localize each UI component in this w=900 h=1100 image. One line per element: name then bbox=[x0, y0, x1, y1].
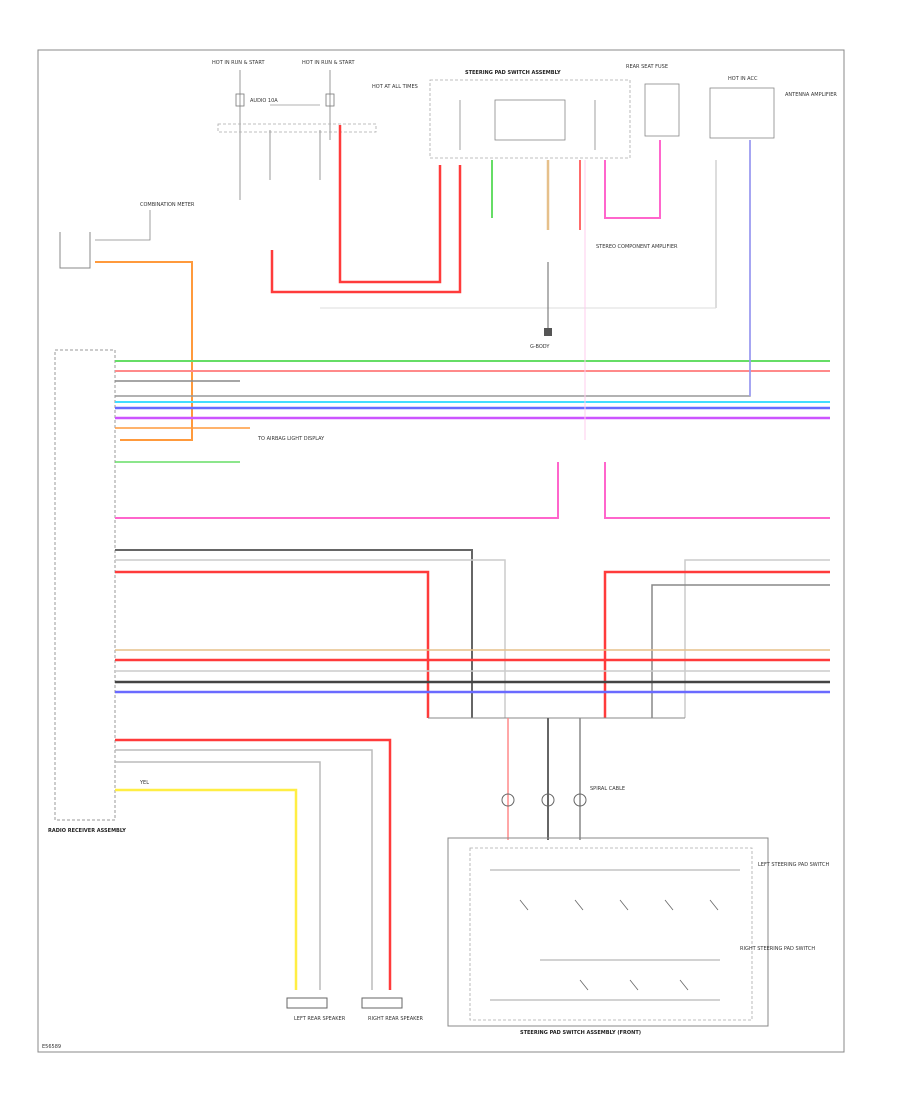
left-pad-label: LEFT STEERING PAD SWITCH bbox=[758, 862, 829, 868]
red-rr-speaker-wire bbox=[115, 738, 392, 990]
audio-unit-box bbox=[54, 349, 116, 821]
diagram-border bbox=[37, 49, 845, 1053]
spiral-coil-3 bbox=[573, 793, 587, 807]
red-power-loop-1 bbox=[270, 165, 462, 294]
stereo-control-label: STEREO COMPONENT AMPLIFIER bbox=[596, 244, 678, 250]
rr-speaker-label: RIGHT REAR SPEAKER bbox=[368, 1016, 424, 1022]
red-speaker-wire-1 bbox=[115, 570, 430, 718]
pink-mid-wire-left bbox=[115, 462, 559, 519]
gray-rl-speaker-wire bbox=[115, 761, 321, 990]
steering-switch-box bbox=[429, 79, 631, 159]
red-speaker-wire-2 bbox=[603, 570, 830, 718]
gray-antenna-wire bbox=[115, 140, 751, 397]
footer-code: E56589 bbox=[42, 1044, 61, 1050]
ground-symbol bbox=[544, 328, 552, 336]
black-speaker-wire-2 bbox=[651, 584, 830, 718]
pad-switches-bottom bbox=[579, 979, 689, 991]
ground-label: G-BODY bbox=[530, 344, 550, 350]
pink-mid-wire-right bbox=[604, 462, 830, 519]
pink-rear-fuse-wire bbox=[604, 140, 661, 219]
gray-speaker-wire-1 bbox=[115, 559, 506, 718]
steering-pad-inner bbox=[469, 847, 753, 1021]
gray-rr-speaker-wire bbox=[115, 749, 373, 990]
hot-in-acc-label: HOT IN ACC bbox=[728, 76, 758, 82]
rear-fuse-box bbox=[644, 83, 680, 137]
rl-speaker-symbol bbox=[286, 997, 328, 1009]
steering-pad-front-label: STEERING PAD SWITCH ASSEMBLY (FRONT) bbox=[520, 1030, 641, 1036]
sub-connector-label: TO AIRBAG LIGHT DISPLAY bbox=[257, 436, 325, 442]
yellow-rl-speaker-wire bbox=[115, 788, 298, 990]
gray-speaker-wire-2 bbox=[684, 559, 830, 718]
hands-label: YEL bbox=[139, 780, 149, 786]
steering-pad-box bbox=[447, 837, 769, 1027]
jumper-bracket bbox=[59, 232, 91, 269]
orange-wire bbox=[95, 261, 193, 441]
spiral-coil-1 bbox=[501, 793, 515, 807]
hot-run-start-label-1: HOT IN RUN & START bbox=[212, 60, 265, 66]
hot-at-all-times-label: HOT AT ALL TIMES bbox=[372, 84, 418, 90]
rear-fuse-label: REAR SEAT FUSE bbox=[626, 64, 668, 70]
rr-speaker-symbol bbox=[361, 997, 403, 1009]
audio-unit-label: RADIO RECEIVER ASSEMBLY bbox=[48, 828, 126, 834]
fuse-symbol-2 bbox=[325, 93, 335, 107]
right-pad-label: RIGHT STEERING PAD SWITCH bbox=[740, 946, 815, 952]
antenna-amp-box bbox=[709, 87, 775, 139]
black-speaker-wire-1 bbox=[115, 549, 473, 718]
pad-switches-top bbox=[519, 899, 719, 911]
audio-fuse-label: AUDIO 10A bbox=[250, 98, 278, 104]
spiral-cable-label: SPIRAL CABLE bbox=[590, 786, 625, 792]
jumper-wire bbox=[95, 210, 151, 241]
steering-switch-label: STEERING PAD SWITCH ASSEMBLY bbox=[465, 70, 561, 76]
hot-run-start-label-2: HOT IN RUN & START bbox=[302, 60, 355, 66]
steering-switch-inner bbox=[494, 99, 566, 141]
gauges-label: COMBINATION METER bbox=[140, 202, 195, 208]
red-power-loop-2 bbox=[338, 125, 442, 284]
fuse-symbol-1 bbox=[235, 93, 245, 107]
instrument-panel-jb-box bbox=[217, 123, 377, 133]
spiral-coil-2 bbox=[541, 793, 555, 807]
antenna-amp-label: ANTENNA AMPLIFIER bbox=[785, 92, 837, 98]
rl-speaker-label: LEFT REAR SPEAKER bbox=[294, 1016, 346, 1022]
